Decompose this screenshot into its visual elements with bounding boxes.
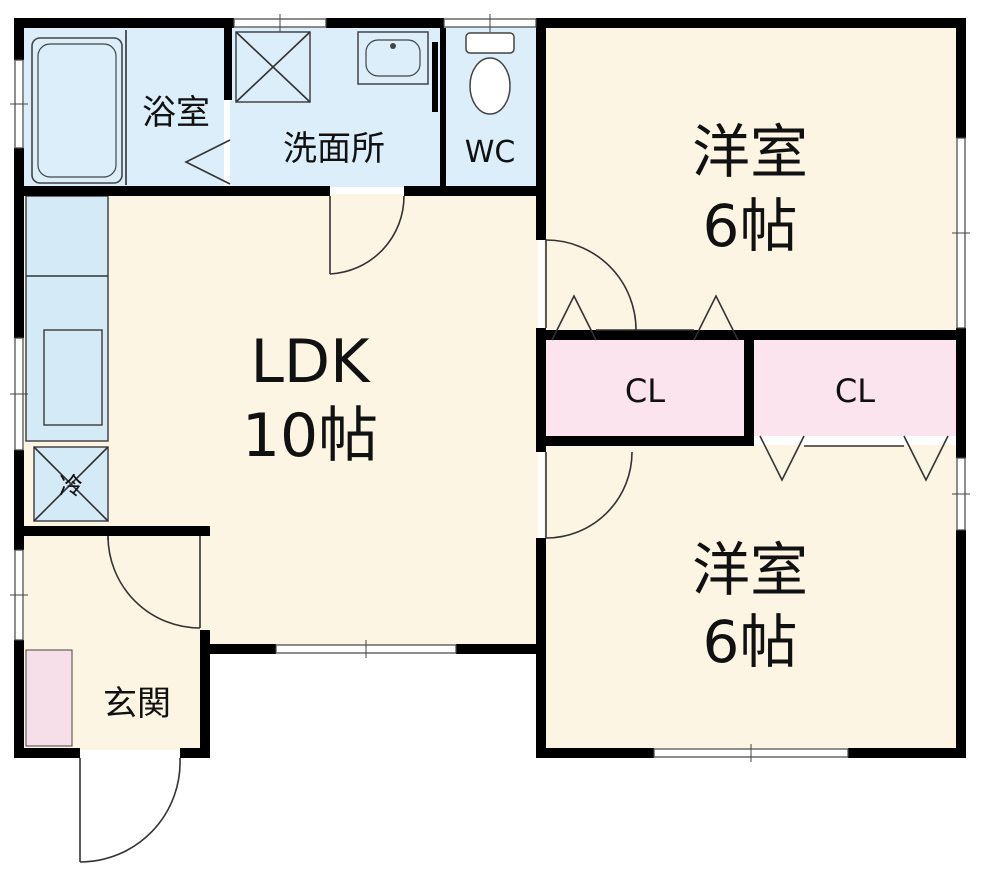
washroom-area [230,27,440,187]
wc-label: WC [465,135,516,170]
bedroom2-area [544,445,958,748]
closet1-label: CL [625,372,665,410]
bedroom1-size: 6帖 [703,192,798,260]
ldk-size: 10帖 [242,401,378,471]
entrance-label: 玄関 [103,684,171,724]
closet1-area [546,340,744,436]
ldk-label: LDK [251,327,372,397]
bedroom2-size: 6帖 [703,608,798,676]
bath-label: 浴室 [142,93,210,133]
washer-pan [235,31,311,103]
bedroom2-label: 洋室 [692,536,808,604]
bathtub [31,37,123,184]
bedroom1-label: 洋室 [692,118,808,186]
walls [14,18,966,758]
entrance-hall-area [24,535,208,650]
kitchen-counter [25,195,109,442]
closet2-area [754,340,956,436]
toilet-icon [465,32,515,115]
wash-basin [357,31,429,85]
washroom-label: 洗面所 [283,129,385,169]
windows [10,14,970,762]
shoe-box [25,649,73,747]
kitchen-sink [43,329,103,426]
closet2-label: CL [835,372,875,410]
doors [79,195,949,863]
fridge-label: 冷 [59,472,83,500]
bedroom1-area [544,27,958,332]
